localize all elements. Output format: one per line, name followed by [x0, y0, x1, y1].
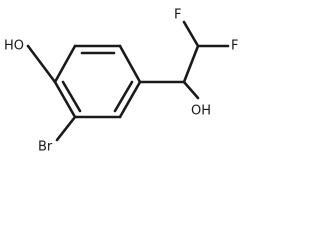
bond-to-bromine — [55, 115, 77, 142]
bond-carbinol-to-hydroxyl — [182, 80, 200, 100]
fluorine-label-2: F — [231, 39, 238, 54]
ring-bond-lower-right-inner — [113, 80, 134, 113]
ring-bond-upper-left — [53, 44, 77, 84]
ring-bond-lower-right — [118, 80, 142, 119]
ring-bond-lower-left — [53, 80, 77, 119]
hydroxyl-alcohol-label: OH — [191, 104, 211, 119]
benzene-ring — [53, 44, 142, 119]
molecule-structure: HO Br F F OH — [4, 8, 238, 155]
bond-to-fluorine-1 — [182, 20, 200, 48]
bond-carbinol-to-cf2h — [182, 44, 200, 84]
ring-bond-upper-right — [118, 44, 142, 84]
hydroxyl-phenol-label: HO — [4, 39, 24, 54]
bromine-label: Br — [38, 140, 53, 155]
fluorine-label-1: F — [174, 8, 181, 23]
bond-to-hydroxyl-phenol — [26, 44, 57, 84]
ring-bond-lower-left-inner — [61, 80, 82, 113]
